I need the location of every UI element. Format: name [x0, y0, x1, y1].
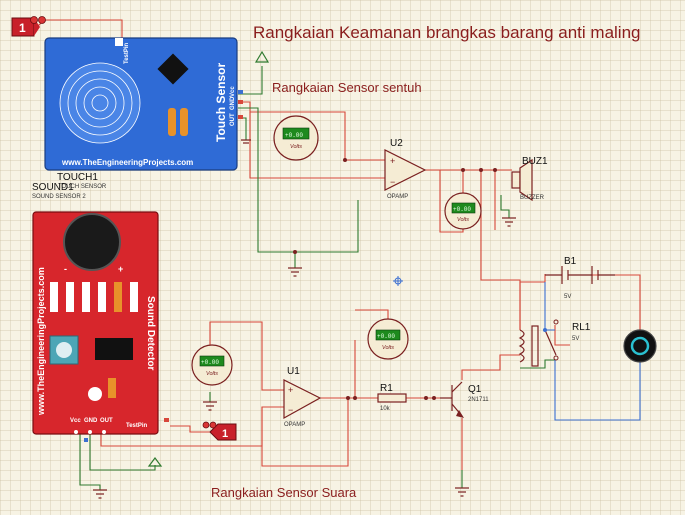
- logic-marker-top-value: 1: [19, 21, 26, 35]
- touch-pin-out: OUT: [230, 113, 236, 126]
- logic-marker-top[interactable]: 1: [11, 16, 46, 37]
- ground-symbol-buzzer: [502, 217, 516, 227]
- relay-ref: RL1: [572, 322, 591, 333]
- touch-website: www.TheEngineeringProjects.com: [61, 158, 193, 167]
- sound-board-title: Sound Detector: [145, 296, 156, 371]
- buzzer[interactable]: [511, 158, 533, 202]
- transistor-ref: Q1: [468, 384, 482, 395]
- opamp-u2-plus: +: [390, 156, 395, 166]
- battery-ref: B1: [564, 256, 577, 267]
- mic-minus-sign: -: [64, 264, 67, 274]
- resistor-ref: R1: [380, 383, 393, 394]
- power-terminals: [147, 50, 270, 467]
- transistor-part: 2N1711: [468, 397, 489, 403]
- voltmeter-3[interactable]: +0.00 Volts: [367, 318, 409, 360]
- voltmeter-1[interactable]: +0.00 Volts: [273, 115, 319, 161]
- transistor-q1[interactable]: [440, 381, 464, 418]
- opamp-u2-part: OPAMP: [387, 194, 408, 200]
- opamp-u1-ref: U1: [287, 366, 300, 377]
- sound-pin-vcc: Vcc: [70, 418, 81, 424]
- sound-pin-out: OUT: [100, 418, 113, 424]
- voltmeter-1-unit: Volts: [290, 144, 302, 150]
- ground-symbols: [93, 139, 516, 499]
- opamp-u2-ref: U2: [390, 138, 403, 149]
- buzzer-ref: BUZ1: [522, 156, 548, 167]
- opamp-u1-minus: −: [288, 405, 293, 415]
- opamp-u2[interactable]: + −: [384, 149, 427, 191]
- ground-symbol-vm4: [203, 401, 217, 411]
- opamp-u2-minus: −: [390, 177, 395, 187]
- origin-marker: [393, 276, 403, 286]
- sound-pin-gnd: GND: [84, 418, 98, 424]
- touch-board-title: Touch Sensor: [214, 63, 228, 142]
- voltmeter-3-reading: +0.00: [377, 333, 395, 340]
- touch-sensor-module[interactable]: TestPin Touch Sensor www.TheEngineeringP…: [44, 37, 243, 171]
- voltmeter-2-reading: +0.00: [453, 206, 471, 213]
- junction-dots: [293, 158, 497, 400]
- opamp-u1-plus: +: [288, 385, 293, 395]
- ground-symbol-sound: [93, 489, 107, 499]
- voltmeter-4-reading: +0.00: [201, 359, 219, 366]
- red-wires: [35, 19, 641, 470]
- ground-symbol-transistor: [455, 470, 469, 497]
- sound-testpin-label: TestPin: [126, 423, 148, 429]
- mic-plus-sign: +: [118, 264, 123, 274]
- logic-marker-bottom[interactable]: 1: [202, 421, 237, 441]
- sound-sensor-module[interactable]: - + Sound Detector www.TheEngineeringPro…: [32, 211, 169, 442]
- voltmeter-3-unit: Volts: [382, 345, 394, 351]
- battery-b1[interactable]: [545, 266, 615, 284]
- touch-ref: TOUCH1: [57, 172, 98, 183]
- touch-pin-vcc: Vcc: [230, 86, 236, 97]
- sound-website: www.TheEngineeringProjects.com: [36, 267, 46, 416]
- touch-testpin-label: TestPin: [124, 42, 130, 64]
- ground-symbol-vm1: [241, 139, 251, 144]
- opamp-u1-part: OPAMP: [284, 422, 305, 428]
- relay-value: 5V: [572, 336, 579, 342]
- relay-rl1[interactable]: [518, 319, 559, 367]
- touch-part: TOUCH SENSOR: [58, 184, 107, 190]
- buzzer-part: BUZZER: [520, 195, 545, 201]
- logic-marker-bottom-value: 1: [222, 428, 228, 440]
- touch-pin-gnd: GND: [230, 96, 236, 110]
- voltmeter-1-reading: +0.00: [285, 132, 303, 139]
- sound-part: SOUND SENSOR 2: [32, 194, 86, 200]
- green-wires: [79, 66, 555, 490]
- resistor-r1[interactable]: [377, 393, 407, 403]
- voltmeter-2-unit: Volts: [457, 217, 469, 223]
- main-title: Rangkaian Keamanan brangkas barang anti …: [253, 23, 640, 42]
- voltmeter-4[interactable]: +0.00 Volts: [191, 344, 233, 386]
- opamp-u1[interactable]: + −: [283, 379, 322, 420]
- sound-ref: SOUND1: [32, 182, 74, 193]
- voltmeter-4-unit: Volts: [206, 371, 218, 377]
- touch-section-label: Rangkaian Sensor sentuh: [272, 80, 422, 95]
- battery-value: 5V: [564, 294, 571, 300]
- power-terminal-touch: [254, 50, 270, 63]
- ground-symbol-touch: [288, 267, 302, 277]
- voltmeter-2[interactable]: +0.00 Volts: [444, 192, 482, 230]
- resistor-value: 10k: [380, 406, 391, 412]
- power-terminal-sound: [147, 457, 163, 467]
- motor-lamp[interactable]: [623, 329, 657, 363]
- sound-section-label: Rangkaian Sensor Suara: [211, 485, 357, 500]
